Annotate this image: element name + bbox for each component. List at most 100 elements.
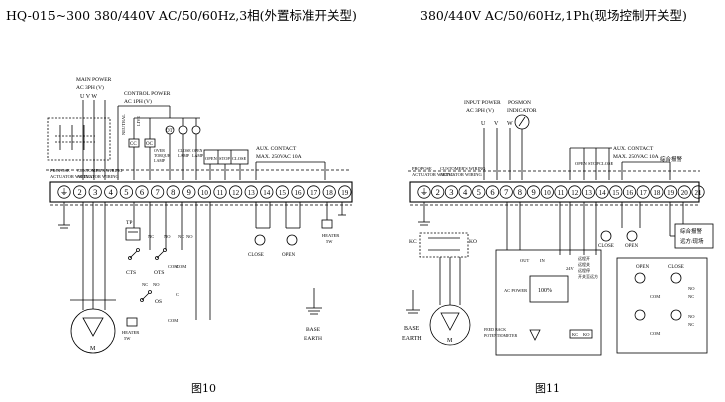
left-terminal-label-15: 15 bbox=[279, 189, 287, 197]
remote-switch: 开关至远方 bbox=[578, 273, 598, 279]
right-open-sw-label: OPEN bbox=[625, 244, 638, 249]
left-title: HQ-015~300 380/440V AC/50/60Hz,3相(外置标准开关… bbox=[6, 8, 357, 23]
ots-switch: OTS bbox=[154, 248, 167, 276]
cluster-com-1: COM bbox=[650, 294, 660, 299]
propose-left-2: ACTUATOR WIRING bbox=[50, 174, 92, 179]
no-label-1: NO bbox=[164, 234, 171, 239]
com-switch-1: NC NO COM NC NO COM bbox=[148, 234, 193, 269]
alarm-top-label: 综合报警 bbox=[660, 155, 683, 163]
percent-label: 100% bbox=[538, 288, 552, 294]
dc24-label: 24V bbox=[566, 266, 575, 271]
u-label: U bbox=[481, 121, 486, 127]
right-terminal-label-21: 21 bbox=[695, 189, 703, 197]
right-diagram: INPUT POWER AC 3PH (V) POSMON INDICATOR … bbox=[402, 100, 714, 356]
alarm-box-line-2: 远方/现场 bbox=[680, 237, 704, 245]
cc-label: CC bbox=[130, 142, 137, 147]
cluster-nc-1: NC bbox=[688, 294, 694, 299]
left-heater-label: HEATER bbox=[122, 330, 139, 335]
cluster-nc-2: NC bbox=[688, 322, 694, 327]
module-kc: KC bbox=[572, 332, 578, 337]
left-terminal-circle-8 bbox=[166, 185, 180, 199]
left-terminal-label-11: 11 bbox=[217, 189, 224, 197]
left-terminal-label-8: 8 bbox=[171, 187, 175, 197]
input-power-label: INPUT POWER bbox=[464, 100, 501, 106]
right-terminal-label-2: 2 bbox=[436, 187, 440, 197]
left-terminal-circle-9 bbox=[182, 185, 196, 199]
right-terminal-label-9: 9 bbox=[531, 187, 535, 197]
left-terminal-circle-14 bbox=[260, 185, 274, 199]
left-terminal-circle-3 bbox=[88, 185, 102, 199]
right-terminal-label-20: 20 bbox=[681, 189, 689, 197]
left-terminal-label-4: 4 bbox=[109, 187, 114, 197]
over-torque-label-2: TORQUE bbox=[154, 153, 171, 158]
left-terminal-label-2: 2 bbox=[77, 187, 81, 197]
right-terminal-circle-8 bbox=[513, 185, 527, 199]
right-motor: M bbox=[429, 257, 471, 346]
right-propose-wiring-right: ACTUATOR WIRING bbox=[440, 172, 482, 177]
right-terminal-circle-9 bbox=[526, 185, 541, 199]
right-open-label: OPEN bbox=[575, 161, 588, 166]
right-terminal-label-14: 14 bbox=[599, 189, 607, 197]
v-label: V bbox=[494, 121, 499, 127]
right-propose-left-2: ACTUATOR WIRING bbox=[412, 172, 454, 177]
right-earth-label: EARTH bbox=[402, 336, 422, 342]
left-terminal-label-3: 3 bbox=[93, 187, 97, 197]
right-propose-left: PROPOSE bbox=[412, 166, 432, 171]
live-label: LIVE bbox=[136, 116, 141, 126]
right-terminal-circle-3 bbox=[444, 185, 458, 199]
main-power-ac: AC 3PH (V) bbox=[76, 84, 104, 91]
com-label-2: COM bbox=[176, 264, 186, 269]
posmon-indicator: INDICATOR bbox=[507, 108, 537, 114]
right-terminal-circle-13 bbox=[581, 185, 596, 199]
posmon-label: POSMON bbox=[508, 100, 531, 106]
nc-label-3: NC bbox=[142, 282, 148, 287]
left-terminal-label-12: 12 bbox=[232, 189, 240, 197]
left-terminal-label-7: 7 bbox=[155, 187, 159, 197]
cts-switch: CTS bbox=[126, 248, 140, 276]
left-terminal-label-5: 5 bbox=[124, 187, 128, 197]
out-label: OUT bbox=[520, 258, 529, 263]
control-power-label: CONTROL POWER bbox=[124, 91, 171, 97]
ot-label: OT bbox=[166, 129, 173, 134]
close-lamp-label: CLOSE bbox=[178, 148, 191, 153]
right-terminal-label-3: 3 bbox=[449, 187, 453, 197]
right-terminal-label-1: ⏚ bbox=[420, 187, 429, 197]
feedback-label: FEED BACK bbox=[484, 327, 506, 332]
os-switch: OS NC NO C COM bbox=[140, 282, 179, 323]
left-terminal-label-10: 10 bbox=[201, 189, 209, 197]
open-lamp-label: OPEN bbox=[192, 148, 203, 153]
left-terminal-circle-11 bbox=[213, 185, 227, 199]
left-motor: M bbox=[70, 202, 116, 354]
com-label-1: COM bbox=[168, 264, 178, 269]
left-terminal-label-1: ⏚ bbox=[60, 187, 69, 197]
right-terminal-circle-4 bbox=[458, 185, 472, 199]
right-terminal-circle-18 bbox=[650, 185, 664, 199]
right-terminal-circle-11 bbox=[554, 185, 568, 199]
right-terminal-circle-21 bbox=[691, 185, 705, 199]
right-terminal-label-18: 18 bbox=[653, 189, 661, 197]
left-terminal-label-17: 17 bbox=[310, 189, 318, 197]
left-terminal-circle-6 bbox=[135, 185, 149, 199]
left-terminal-circle-19 bbox=[338, 185, 352, 199]
os-label: OS bbox=[155, 299, 162, 305]
left-motor-label: M bbox=[90, 346, 96, 352]
left-terminal-circle-17 bbox=[306, 185, 321, 199]
ac-power-label: AC POWER bbox=[504, 288, 527, 293]
close-lamp-label-2: LAMP bbox=[178, 153, 190, 158]
left-caption: 图10 bbox=[191, 382, 216, 395]
right-terminal-label-8: 8 bbox=[518, 187, 522, 197]
right-base-label: BASE bbox=[404, 326, 420, 332]
right-terminal-circle-7 bbox=[499, 185, 513, 199]
right-terminal-label-19: 19 bbox=[667, 189, 675, 197]
nc-label-2: NC bbox=[178, 234, 184, 239]
left-terminal-circle-1 bbox=[57, 185, 71, 199]
right-title: 380/440V AC/50/60Hz,1Ph(现场控制开关型) bbox=[420, 8, 687, 23]
com-label-3: COM bbox=[168, 318, 178, 323]
right-terminal-label-10: 10 bbox=[544, 189, 552, 197]
right-terminal-label-6: 6 bbox=[490, 187, 494, 197]
right-terminal-label-16: 16 bbox=[626, 189, 634, 197]
right-motor-label: M bbox=[447, 338, 453, 344]
no-label-2: NO bbox=[186, 234, 193, 239]
aux-contact-label: AUX. CONTACT bbox=[256, 146, 297, 152]
